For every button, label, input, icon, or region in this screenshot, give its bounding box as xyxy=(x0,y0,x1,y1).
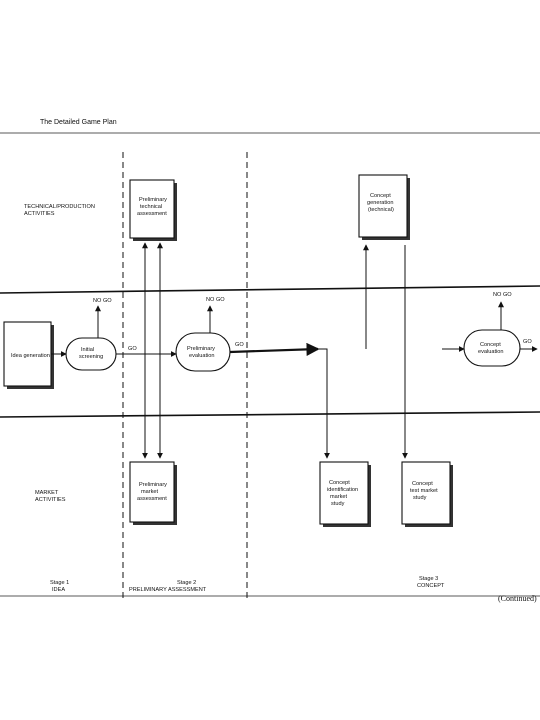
svg-text:Preliminary market: Preliminary market assessment xyxy=(137,482,169,502)
gate-nogo-2: NO GO xyxy=(206,297,225,303)
initial-screening-decision: Initial screening xyxy=(65,337,117,371)
svg-text:Concept generation: Concept generation (technical) xyxy=(367,193,395,213)
idea-generation-box: Idea generation xyxy=(3,321,54,389)
svg-text:Idea generation: Idea generation xyxy=(11,353,50,359)
svg-text:Preliminary technical: Preliminary technical assessment xyxy=(137,197,169,217)
row-label-technical: TECHNICAL/PRODUCTION ACTIVITIES xyxy=(24,204,96,217)
gate-nogo-1: NO GO xyxy=(93,298,112,304)
svg-text:Concept identification: Concept identification market study xyxy=(327,480,360,507)
stage-3-label: Stage 3 CONCEPT xyxy=(417,576,445,589)
diagram-title: The Detailed Game Plan xyxy=(40,119,117,126)
gate-go-1: GO xyxy=(128,346,137,352)
preliminary-evaluation-decision: Preliminary evaluation xyxy=(175,332,231,372)
svg-text:Initial screening: Initial screening xyxy=(79,347,103,360)
gate-go-2: GO xyxy=(235,342,244,348)
arrow-to-concept-identification xyxy=(318,348,330,459)
arrow-evaluation-to-stage3 xyxy=(229,342,320,356)
stage-1-label: Stage 1 IDEA xyxy=(50,580,71,593)
svg-text:Concept evaluation: Concept evaluation xyxy=(478,342,504,355)
continued-note: (Continued) xyxy=(498,594,537,603)
gate-go-3: GO xyxy=(523,339,532,345)
svg-text:Concept test market: Concept test market study xyxy=(410,481,439,501)
prelim-technical-box: Preliminary technical assessment xyxy=(129,179,177,241)
prelim-market-box: Preliminary market assessment xyxy=(129,461,177,525)
concept-evaluation-decision: Concept evaluation xyxy=(463,329,521,367)
band-lower-line xyxy=(0,411,540,418)
band-upper-line xyxy=(0,285,540,294)
gate-nogo-3: NO GO xyxy=(493,292,512,298)
row-label-market: MARKET ACTIVITIES xyxy=(35,490,66,503)
concept-generation-box: Concept generation (technical) xyxy=(358,174,410,240)
concept-identification-box: Concept identification market study xyxy=(319,461,371,527)
svg-text:Preliminary evaluation: Preliminary evaluation xyxy=(187,346,217,359)
stage-2-label: Stage 2 PRELIMINARY ASSESSMENT xyxy=(129,580,207,593)
concept-test-box: Concept test market study xyxy=(401,461,453,527)
